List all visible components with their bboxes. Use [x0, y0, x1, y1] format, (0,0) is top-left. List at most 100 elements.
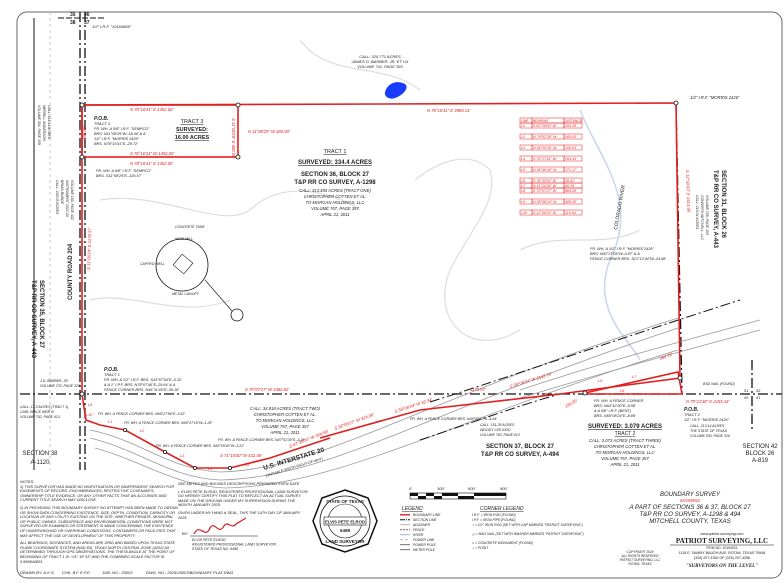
svg-text:BRS. S11°08'29"E–129.57': BRS. S11°08'29"E–129.57': [96, 174, 142, 178]
svg-text:CHK. BY: E.P.E.: CHK. BY: E.P.E.: [62, 570, 91, 575]
corner-legend-item: I.P.F. = IRON PIPE (FOUND): [472, 518, 516, 522]
svg-text:TRACT 3: TRACT 3: [94, 122, 111, 126]
svg-text:MITCHELL COUNTY, TEXAS: MITCHELL COUNTY, TEXAS: [649, 518, 731, 525]
title-block: BOUNDARY SURVEY SHOWING A PART OF SECTIO…: [628, 492, 751, 525]
corner-legend-item: ○ = 1/2" IRON ROD (SET WITH CAP MARKED "…: [472, 523, 583, 527]
svg-text:A-1120: A-1120: [31, 460, 51, 466]
svg-text:L3: L3: [180, 454, 185, 458]
svg-text:VOLUME 270, PAGE 325: VOLUME 270, PAGE 325: [40, 384, 80, 388]
svg-text:FR. WH. A 1/2" I.R.F. BRS. S43: FR. WH. A 1/2" I.R.F. BRS. S43°57'54"E–0…: [104, 378, 182, 382]
svg-text:L6: L6: [88, 403, 93, 407]
cert-text: I, ELVIS PETE ELROD, REGISTERED PROFESSI…: [178, 489, 309, 508]
line-table-cell: 46.16': [565, 184, 575, 188]
svg-text:FR. WH. A 5/8" I.R.F. "SEMPCO": FR. WH. A 5/8" I.R.F. "SEMPCO": [96, 169, 152, 173]
svg-text:"SURVEYORS ON THE LEVEL": "SURVEYORS ON THE LEVEL": [686, 564, 758, 569]
svg-text:CALL: 313.493 ACRES (TRACT ONE: CALL: 313.493 ACRES (TRACT ONE): [299, 188, 371, 193]
line-table-cell: L2: [521, 135, 525, 139]
svg-text:CALL: 211.44 ACRES: CALL: 211.44 ACRES: [47, 105, 51, 140]
line-table-cell: S 12°50'03" W: [533, 211, 557, 215]
svg-text:METAL CANOPY: METAL CANOPY: [172, 292, 200, 296]
svg-text:CALL: 325.771 ACRES: CALL: 325.771 ACRES: [359, 54, 401, 59]
svg-text:32: 32: [756, 388, 761, 393]
county-road-label: COUNTY ROAD 204: [68, 243, 74, 300]
svg-text:TO MORGAN HOLDINGS, LLC: TO MORGAN HOLDINGS, LLC: [596, 450, 656, 455]
svg-text:T&P RR CO SURVEY, A-1298 & 494: T&P RR CO SURVEY, A-1298 & 494: [640, 511, 742, 518]
svg-text:ROTAN, TEXAS: ROTAN, TEXAS: [628, 562, 652, 566]
line-table-cell: L7: [521, 184, 526, 188]
svg-text:ELVIS PETE ELROD: ELVIS PETE ELROD: [192, 538, 226, 542]
line-table-header-cell: DISTANCE: [565, 119, 583, 123]
line-table-cell: 365.63': [565, 135, 577, 139]
corner-tl: 35: [70, 12, 76, 18]
svg-text:STATE OF TEXAS NO. 6498: STATE OF TEXAS NO. 6498: [192, 547, 238, 551]
tract-2-label: SURVEYED: 3.079 ACRES TRACT 2 CALL: 3.07…: [588, 424, 662, 467]
legend-item-label: SECTION LINE: [413, 518, 437, 522]
svg-text:BRS. N78°16'41"E–29.72': BRS. N78°16'41"E–29.72': [94, 142, 138, 146]
line-table-cell: L3: [521, 146, 525, 150]
svg-text:CHRISTOPHER COTTEN ET AL.: CHRISTOPHER COTTEN ET AL.: [254, 412, 317, 417]
line-table-cell: S 76°30'53" W: [533, 179, 557, 183]
legend-item-label: POWER POLE: [413, 543, 437, 547]
line-table-cell: L6: [521, 179, 525, 183]
svg-text:THE STATE OF TEXAS: THE STATE OF TEXAS: [690, 429, 728, 433]
svg-text:WIND MILL: WIND MILL: [175, 237, 193, 241]
legend-item: FENCE: [400, 528, 425, 532]
line-table-cell: N 69°35'39" W: [533, 146, 557, 150]
line-table-cell: 110.54': [565, 211, 577, 215]
svg-text:S 12°50'03" E 1613.66': S 12°50'03" E 1613.66': [685, 170, 692, 213]
svg-text:VOLUME 783, PAGE 613: VOLUME 783, PAGE 613: [480, 433, 520, 437]
svg-text:42: 42: [744, 395, 749, 400]
corner-bl: 38: [70, 20, 76, 26]
svg-text:1/2" I.R.F. "MORRIS 2426": 1/2" I.R.F. "MORRIS 2426": [94, 137, 140, 141]
line-table-cell: N 79°52'36" W: [533, 135, 557, 139]
svg-text:CONCRETE TANK: CONCRETE TANK: [175, 225, 205, 229]
svg-text:CARL BRICE WEB III: CARL BRICE WEB III: [20, 410, 54, 414]
svg-text:BLOCK 26: BLOCK 26: [746, 451, 775, 457]
svg-text:VOLUME 728, PAGE 153: VOLUME 728, PAGE 153: [705, 195, 709, 235]
svg-text:L4: L4: [208, 467, 212, 471]
legend-item-label: POWER LINE: [413, 538, 435, 542]
legend-item: METER POLE: [400, 548, 436, 552]
svg-text:VOLUME 767, PAGE 357: VOLUME 767, PAGE 357: [601, 456, 649, 461]
svg-text:INSTRUMENT 2022-00: INSTRUMENT 2022-00: [65, 180, 69, 217]
svg-text:L8: L8: [620, 389, 625, 393]
svg-text:S 11°08'24" E 1178.37': S 11°08'24" E 1178.37': [86, 227, 92, 270]
tract-3-label: TRACT 3 SURVEYED: 16.00 ACRES: [175, 119, 210, 141]
corner-legend-item: △ = MAG NAIL (SET WITH WASHER MARKED "PA…: [471, 532, 584, 536]
svg-text:BRS. N02°27'05"W–0.87' & A: BRS. N02°27'05"W–0.87' & A: [590, 252, 640, 256]
svg-text:CALL: 3.073 ACRES (TRACT THREE: CALL: 3.073 ACRES (TRACT THREE): [589, 438, 662, 443]
svg-text:L9: L9: [598, 379, 603, 383]
svg-text:FR. WH. A FENCE CORNER BRS. N6: FR. WH. A FENCE CORNER BRS. N69°27'56"E–…: [98, 412, 185, 416]
svg-text:CORNER LEGEND: CORNER LEGEND: [480, 506, 524, 512]
svg-text:BSD NAIL (FOUND): BSD NAIL (FOUND): [703, 382, 735, 386]
line-table-cell: L1: [521, 124, 525, 128]
svg-text:16.00 ACRES: 16.00 ACRES: [175, 135, 210, 141]
svg-text:T&P RR CO SURVEY, A-1298: T&P RR CO SURVEY, A-1298: [294, 180, 376, 186]
svg-text:L5: L5: [245, 463, 250, 467]
svg-text:186.85': 186.85': [564, 398, 578, 409]
svg-text:MERRILL ANDERSON: MERRILL ANDERSON: [42, 105, 46, 141]
svg-text:L10: L10: [86, 413, 93, 417]
top-pin-label: 1/2" I.R.F. "10184585": [92, 24, 132, 29]
svg-text:31: 31: [744, 388, 749, 393]
plat-border: [16, 11, 783, 579]
corner-legend: CORNER LEGEND I.R.F. = IRON ROD (FOUND)I…: [471, 506, 584, 550]
svg-text:S 11°08'29" E 480.00': S 11°08'29" E 480.00': [231, 118, 236, 159]
terrain-contours: [89, 39, 641, 341]
line-table-row: L2 N 79°52'36" W 365.63': [519, 133, 583, 140]
legend-item-label: METER POLE: [413, 548, 436, 552]
svg-text:T&P RR CO SURVEY, A-443: T&P RR CO SURVEY, A-443: [30, 280, 36, 359]
svg-text:L2: L2: [140, 429, 145, 433]
interstate-lanes: [89, 317, 761, 489]
svg-text:VOLUME 767, PAGE 357: VOLUME 767, PAGE 357: [311, 206, 359, 211]
notes-title: NOTES:: [20, 480, 35, 484]
line-table-cell: L8: [521, 189, 525, 193]
